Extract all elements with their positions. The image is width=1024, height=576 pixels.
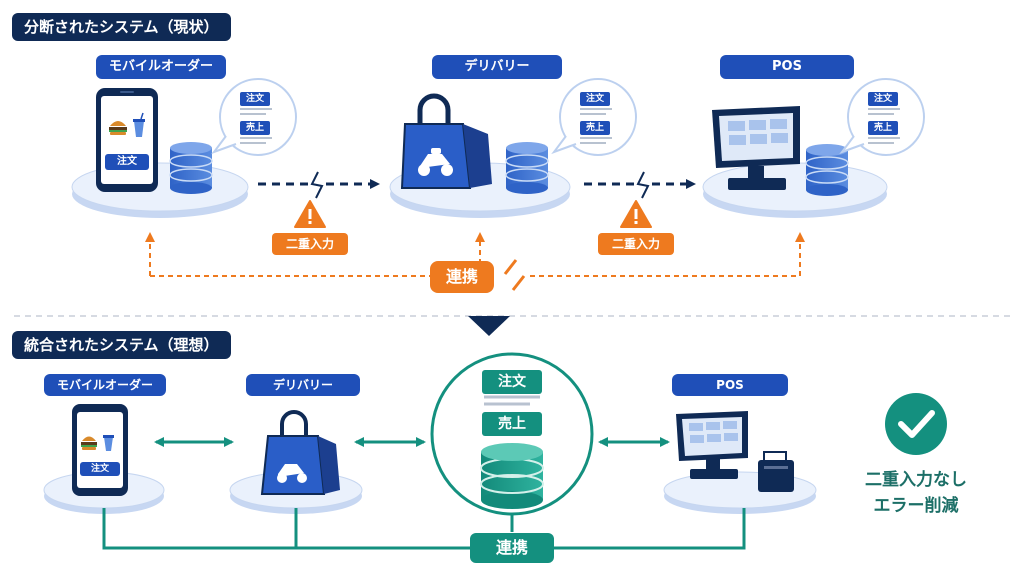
result-no-double-entry: 二重入力なし [865, 470, 967, 490]
speech-bubble-mobile [211, 78, 297, 156]
delivery-bag-icon [400, 93, 492, 189]
order-button-bottom: 注文 [80, 462, 120, 476]
broken-arrow-delivery-pos [584, 171, 696, 199]
node-label-pos: POS [720, 55, 854, 79]
broken-arrow-mobile-delivery [258, 171, 380, 199]
database-icon-pos [805, 144, 849, 196]
bubble-tag-order-pos: 注文 [868, 92, 898, 106]
smartphone-icon-bottom [72, 404, 128, 496]
section-title-current: 分断されたシステム（現状） [12, 13, 231, 41]
speech-bubble-delivery [551, 78, 637, 156]
speech-bubble-pos [839, 78, 925, 156]
smartphone-icon [96, 88, 158, 192]
bubble-tag-sales-pos: 売上 [868, 121, 898, 135]
node-label-mobile-order: モバイルオーダー [96, 55, 226, 79]
bubble-tag-sales-mobile: 売上 [240, 121, 270, 135]
delivery-bag-icon-bottom [260, 410, 340, 495]
warning-label-1: 二重入力 [272, 233, 348, 255]
receipt-printer-icon [758, 451, 794, 492]
link-label-integrated: 連携 [470, 533, 554, 563]
database-icon-hub [480, 443, 544, 509]
link-label-broken: 連携 [430, 261, 494, 293]
bubble-tag-order-delivery: 注文 [580, 92, 610, 106]
result-error-reduction: エラー削減 [873, 496, 959, 516]
hub-tag-order: 注文 [482, 370, 542, 394]
check-circle-icon [885, 393, 947, 455]
bubble-tag-order-mobile: 注文 [240, 92, 270, 106]
database-icon-delivery [505, 142, 549, 194]
warning-label-2: 二重入力 [598, 233, 674, 255]
bubble-tag-sales-delivery: 売上 [580, 121, 610, 135]
orange-link-loop [145, 232, 805, 291]
hub-tag-sales: 売上 [482, 412, 542, 436]
order-button: 注文 [105, 154, 149, 170]
teal-link-bar [102, 508, 746, 550]
database-icon-mobile [169, 142, 213, 194]
down-triangle-icon [468, 316, 510, 336]
warning-icon-2 [620, 200, 652, 228]
section-title-ideal: 統合されたシステム（理想） [12, 331, 231, 359]
node-label-delivery: デリバリー [432, 55, 562, 79]
node-label-mobile-order-bottom: モバイルオーダー [44, 374, 166, 396]
node-label-pos-bottom: POS [672, 374, 788, 396]
pos-terminal-icon [712, 106, 800, 190]
pos-terminal-icon-bottom [676, 411, 748, 479]
node-label-delivery-bottom: デリバリー [246, 374, 360, 396]
platform-pos-top [702, 162, 888, 218]
warning-icon-1 [294, 200, 326, 228]
